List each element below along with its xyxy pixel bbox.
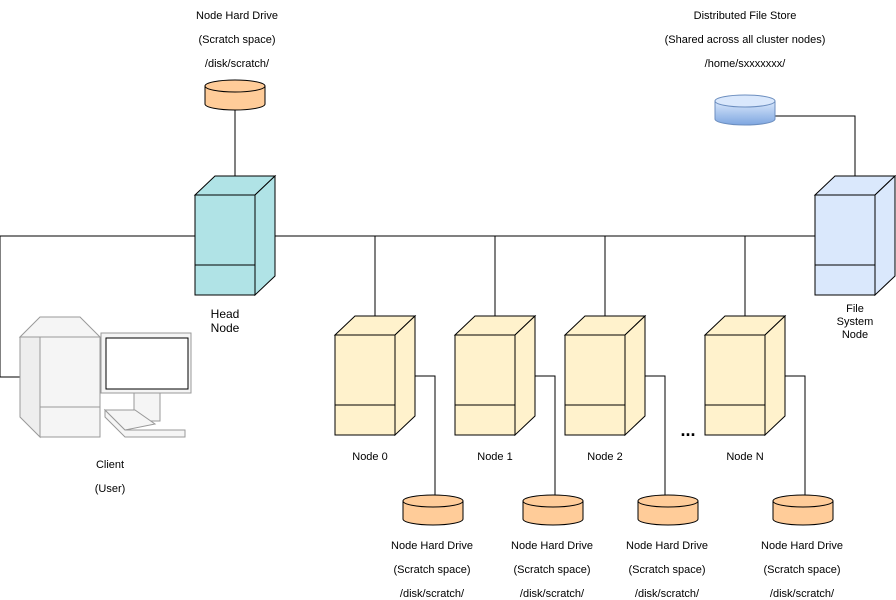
connection-lines — [0, 110, 856, 496]
node-n-server-icon — [703, 314, 787, 437]
file-store-icon — [714, 94, 776, 126]
file-store-label-line1: Distributed File Store — [694, 10, 797, 22]
file-store-label-line2: (Shared across all cluster nodes) — [665, 34, 826, 46]
head-drive-label-line3: /disk/scratch/ — [205, 58, 270, 70]
head-node-label-line2: Node — [211, 321, 240, 335]
fs-node-label-line1: File — [846, 303, 864, 315]
node-0-drive-link — [415, 375, 436, 496]
client-workstation-icon — [18, 316, 192, 439]
node-n-drive-label-line1: Node Hard Drive — [761, 540, 843, 552]
node-2-drive-link — [645, 375, 666, 496]
fs-node-label-line2: System — [837, 316, 874, 328]
node-0-drive-label-line2: (Scratch space) — [393, 564, 470, 576]
file-store-label-line3: /home/sxxxxxxx/ — [705, 58, 787, 70]
node-2-label: Node 2 — [587, 451, 622, 463]
head-drive-icon — [204, 79, 266, 111]
node-2-drive-label-line2: (Scratch space) — [628, 564, 705, 576]
head-drive-label-line1: Node Hard Drive — [196, 10, 278, 22]
node-0-drive-icon — [402, 494, 464, 526]
node-1-drive-label-line1: Node Hard Drive — [511, 540, 593, 552]
fs-node-label-line3: Node — [842, 329, 868, 341]
node-2-drive-label-line3: /disk/scratch/ — [635, 588, 700, 600]
client-label-line1: Client — [96, 459, 124, 471]
node-1-label: Node 1 — [477, 451, 512, 463]
head-node-label-line1: Head — [211, 307, 240, 321]
node-n-drive-link — [785, 375, 806, 496]
node-1-drive-label-line3: /disk/scratch/ — [520, 588, 585, 600]
node-1-drive-link — [535, 375, 556, 496]
node-n-drive-label-line3: /disk/scratch/ — [770, 588, 835, 600]
head-drive-label-line2: (Scratch space) — [198, 34, 275, 46]
more-nodes-ellipsis: ... — [680, 420, 695, 440]
node-2-drive-icon — [637, 494, 699, 526]
node-0-server-icon — [333, 314, 417, 437]
node-n-drive-label-line2: (Scratch space) — [763, 564, 840, 576]
node-0-drive-label-line3: /disk/scratch/ — [400, 588, 465, 600]
head-node-server-icon — [193, 174, 277, 297]
file-system-node-server-icon — [813, 174, 896, 297]
node-1-server-icon — [453, 314, 537, 437]
node-0-label: Node 0 — [352, 451, 387, 463]
node-0-drive-label-line1: Node Hard Drive — [391, 540, 473, 552]
file-store-link-line — [775, 115, 856, 176]
compute-nodes-group: Node 0 Node Hard Drive (Scratch space) /dis… — [333, 314, 843, 600]
client-label-line2: (User) — [95, 483, 126, 495]
client-link-line — [0, 236, 20, 378]
node-n-label: Node N — [726, 451, 763, 463]
node-2-server-icon — [563, 314, 647, 437]
node-2-drive-label-line1: Node Hard Drive — [626, 540, 708, 552]
node-1-drive-label-line2: (Scratch space) — [513, 564, 590, 576]
node-1-drive-icon — [522, 494, 584, 526]
node-n-drive-icon — [772, 494, 834, 526]
